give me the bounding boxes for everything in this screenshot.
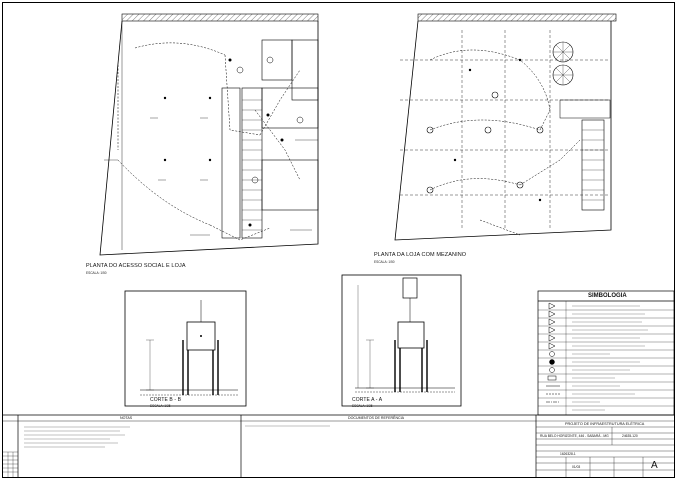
references-header: DOCUMENTOS DE REFERÊNCIA (348, 416, 405, 420)
plan-right-title: PLANTA DA LOJA COM MEZANINO (374, 252, 467, 258)
plan-left-title: PLANTA DO ACESSO SOCIAL E LOJA (86, 263, 186, 269)
notes-header: NOTAS (120, 416, 133, 420)
title-block-drawing-no: 1626328-1 (560, 452, 576, 456)
legend-title: SIMBOLOGIA (588, 293, 627, 299)
legend-box (537, 290, 675, 416)
section-aa-title: CORTE A - A (352, 397, 383, 403)
plan-right-scale: ESCALA: 1/50 (374, 260, 395, 264)
revision-letter: A (651, 460, 658, 471)
bottom-strip (2, 414, 674, 477)
section-aa-scale: ESCALA: 1/25 (352, 404, 373, 408)
title-block-code: 24635-120 (622, 434, 638, 438)
plan-left (99, 13, 319, 256)
section-bb-scale: ESCALA: 1/25 (150, 404, 171, 408)
plan-left-scale: ESCALA: 1/50 (86, 271, 107, 275)
section-bb-title: CORTE B - B (150, 397, 182, 403)
section-bb (124, 290, 247, 407)
plan-right (394, 13, 617, 241)
title-block-address: RUA BELO HORIZONTE, 446 - SABARÁ - MG (540, 434, 609, 438)
title-block-project: PROJETO DE INFRAESTRUTURA ELÉTRICA (565, 422, 645, 426)
title-block-sheet: 01/03 (572, 465, 581, 469)
section-aa (341, 274, 462, 407)
